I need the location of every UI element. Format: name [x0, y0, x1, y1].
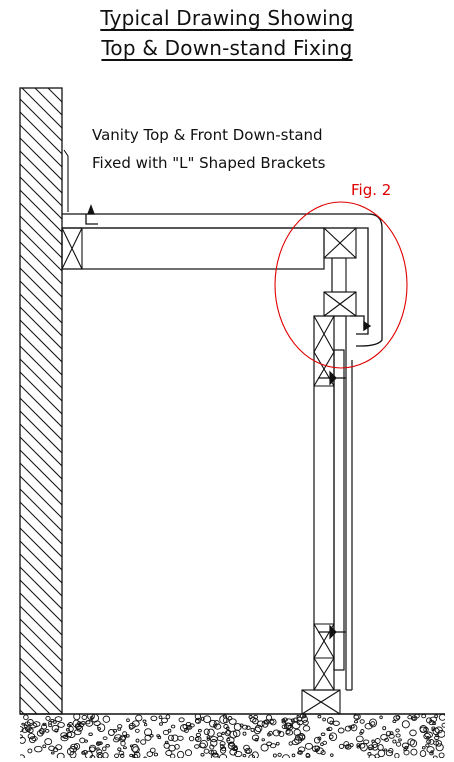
wall	[19, 87, 63, 715]
plinth	[301, 689, 341, 715]
front-panel	[331, 257, 347, 293]
support-rail	[61, 227, 325, 270]
wall-batten	[61, 227, 83, 270]
floor-slab	[20, 713, 445, 758]
leader-line	[63, 149, 69, 212]
figure-label: Fig. 2	[351, 181, 391, 199]
front-batten-upper	[323, 227, 357, 259]
drawing-title-line-1: Typical Drawing Showing	[100, 6, 354, 30]
hinge-lower	[318, 624, 346, 640]
l-bracket-wall	[85, 204, 98, 225]
detail-callout-circle	[274, 201, 408, 369]
drawing-title-line-2: Top & Down-stand Fixing	[101, 36, 353, 60]
cabinet-battens	[313, 315, 335, 691]
annotation-line-1: Vanity Top & Front Down-stand	[92, 126, 323, 144]
l-bracket-front	[350, 315, 372, 332]
annotation-line-2: Fixed with "L" Shaped Brackets	[92, 154, 326, 172]
front-batten-lower	[323, 291, 357, 317]
hinge-upper	[318, 370, 346, 386]
